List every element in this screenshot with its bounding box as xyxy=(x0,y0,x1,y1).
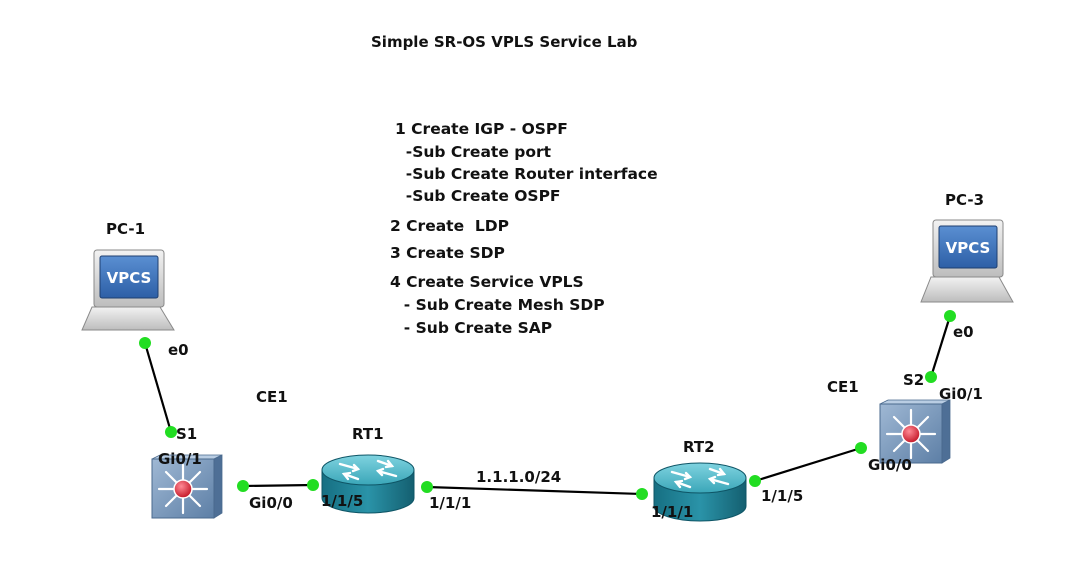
step-line: 2 Create LDP xyxy=(390,217,509,235)
s1-label: S1 xyxy=(176,425,198,443)
port-dot-s2-gi00[interactable] xyxy=(855,442,867,454)
pc-3-label: PC-3 xyxy=(945,191,985,209)
port-dot-s1-gi01[interactable] xyxy=(165,426,177,438)
ce1-right-label: CE1 xyxy=(827,378,859,396)
router-top xyxy=(653,462,747,494)
port-dot-pc3-e0[interactable] xyxy=(944,310,956,322)
port-dot-rt1-115[interactable] xyxy=(307,479,319,491)
links xyxy=(143,315,952,496)
port-dot-rt2-111[interactable] xyxy=(636,488,648,500)
rt2-115-label: 1/1/5 xyxy=(761,487,804,505)
step-line: - Sub Create SAP xyxy=(393,319,553,337)
switch-s1-node[interactable] xyxy=(151,454,223,519)
rt2-111-label: 1/1/1 xyxy=(651,503,694,521)
s2-gi01-label: Gi0/1 xyxy=(939,385,983,403)
step-line: - Sub Create Mesh SDP xyxy=(393,296,605,314)
step-line: 1 Create IGP - OSPF xyxy=(395,120,568,138)
link-s1-rt1[interactable] xyxy=(242,483,314,488)
link-pc1-s1[interactable] xyxy=(143,342,173,433)
rt2-label: RT2 xyxy=(683,438,715,456)
link-s2-pc3[interactable] xyxy=(929,315,952,378)
step-line: -Sub Create Router interface xyxy=(395,165,658,183)
switch-side xyxy=(213,454,223,519)
s2-label: S2 xyxy=(903,371,925,389)
port-dot-pc1-e0[interactable] xyxy=(139,337,151,349)
pc-base xyxy=(81,306,175,331)
pc3-e0-label: e0 xyxy=(953,323,974,341)
router-arrows-icon xyxy=(670,467,730,489)
rt1-label: RT1 xyxy=(352,425,384,443)
rt1-111-label: 1/1/1 xyxy=(429,494,472,512)
port-dot-s1-gi00[interactable] xyxy=(237,480,249,492)
port-dot-rt1-111[interactable] xyxy=(421,481,433,493)
pc1-e0-label: e0 xyxy=(168,341,189,359)
link-rt2-s2[interactable] xyxy=(754,446,862,483)
pc-1-label: PC-1 xyxy=(106,220,146,238)
router-rt2-node[interactable] xyxy=(653,462,747,522)
subnet-label: 1.1.1.0/24 xyxy=(476,468,562,486)
pc-1-screen-text: VPCS xyxy=(107,269,152,287)
router-rt1-node[interactable] xyxy=(321,454,415,514)
s2-gi00-label: Gi0/0 xyxy=(868,456,912,474)
pc-screen xyxy=(99,255,159,299)
step-line: -Sub Create OSPF xyxy=(395,187,561,205)
diagram-title: Simple SR-OS VPLS Service Lab xyxy=(371,33,638,51)
step-line: 3 Create SDP xyxy=(390,244,505,262)
port-dots xyxy=(139,310,956,500)
s1-gi00-label: Gi0/0 xyxy=(249,494,293,512)
switch-hub-icon xyxy=(901,424,921,444)
pc-3-screen-text: VPCS xyxy=(946,239,991,257)
switch-hub-icon xyxy=(173,479,193,499)
pc-3-node[interactable]: VPCS xyxy=(920,219,1014,303)
link-rt1-rt2[interactable] xyxy=(426,485,643,496)
switch-side xyxy=(941,399,951,464)
s1-gi01-label: Gi0/1 xyxy=(158,450,202,468)
router-top xyxy=(321,454,415,486)
port-dot-rt2-115[interactable] xyxy=(749,475,761,487)
rt1-115-label: 1/1/5 xyxy=(321,492,364,510)
step-line: -Sub Create port xyxy=(395,143,552,161)
router-arrows-icon xyxy=(338,459,398,481)
pc-screen xyxy=(938,225,998,269)
pc-1-node[interactable]: VPCS xyxy=(81,249,175,331)
ce1-left-label: CE1 xyxy=(256,388,288,406)
pc-base xyxy=(920,276,1014,303)
port-dot-s2-gi01[interactable] xyxy=(925,371,937,383)
step-line: 4 Create Service VPLS xyxy=(390,273,584,291)
switch-s2-node[interactable] xyxy=(879,399,951,464)
